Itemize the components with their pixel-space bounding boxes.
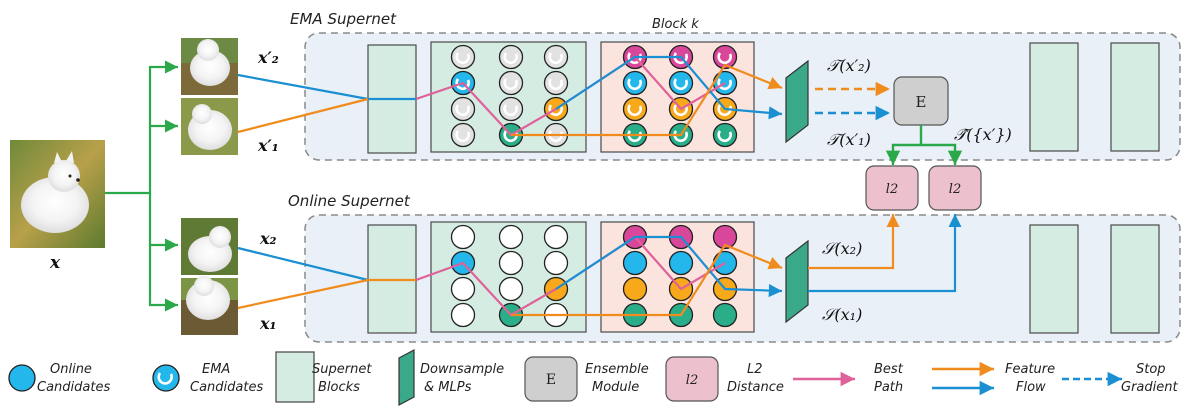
online-supernet-title: Online Supernet — [288, 192, 411, 210]
legend-ema-line2: Candidates — [190, 380, 263, 395]
ensemble-module-letter: E — [916, 93, 927, 111]
crop-image-x1 — [181, 276, 238, 335]
online-orange-to-l2 — [808, 214, 900, 270]
x1-label: x₁ — [259, 314, 277, 333]
legend-feature-line1: Feature — [1005, 362, 1055, 377]
input-branch-lines — [105, 60, 178, 312]
crop-image-x2-prime — [181, 38, 238, 95]
l2-label-2: l2 — [949, 182, 961, 197]
ema-candidate-grid — [450, 44, 738, 148]
crop-image-x2 — [181, 218, 238, 275]
legend-supernet-block-icon — [275, 351, 315, 403]
legend-downsample-line1: Downsample — [420, 362, 504, 377]
legend-supernet-line1: Supernet — [312, 362, 372, 377]
legend-online-candidate-icon — [8, 364, 36, 392]
x2-prime-label: x′₂ — [257, 48, 279, 67]
t-x2-prime-label: 𝒯(x′₂) — [827, 56, 871, 75]
online-orange-flow-2 — [511, 243, 783, 317]
legend-online-line2: Candidates — [37, 380, 110, 395]
online-downsample — [785, 239, 809, 324]
crop-image-x1-prime — [181, 98, 238, 155]
s-x2-label: 𝒮(x₂) — [822, 239, 862, 258]
s-x1-label: 𝒮(x₁) — [822, 305, 862, 324]
ema-orange-flow-2 — [511, 63, 783, 137]
legend-l2-line1: L2 — [747, 362, 763, 377]
legend: Online Candidates EMA Candidates Superne… — [8, 349, 1178, 406]
block-k-title: Block k — [652, 17, 699, 32]
l2-distance-box-2 — [928, 165, 982, 211]
legend-ema-candidate-icon — [152, 364, 180, 392]
online-blue-flow — [237, 246, 369, 282]
t-hat-label: 𝒯̂({x′}) — [954, 125, 1012, 144]
online-blue-flow-2 — [555, 235, 783, 298]
legend-downsample-line2: & MLPs — [424, 380, 472, 395]
legend-supernet-line2: Blocks — [318, 380, 360, 395]
legend-ensemble-line1: Ensemble — [585, 362, 649, 377]
x-label: x — [49, 253, 61, 273]
legend-ensemble-icon — [524, 356, 578, 402]
input-image-main — [10, 140, 105, 248]
legend-l2-icon — [665, 356, 719, 402]
l2-label-1: l2 — [886, 182, 898, 197]
legend-l2-letter: l2 — [686, 373, 698, 388]
legend-stop-line2: Gradient — [1121, 380, 1178, 395]
legend-ensemble-letter: E — [546, 372, 556, 388]
legend-feature-line2: Flow — [1016, 380, 1046, 395]
l2-distance-box-1 — [865, 165, 919, 211]
legend-ensemble-line2: Module — [592, 380, 639, 395]
x2-label: x₂ — [259, 229, 277, 248]
legend-ema-line1: EMA — [202, 362, 230, 377]
t-x1-prime-label: 𝒯(x′₁) — [827, 130, 871, 149]
legend-downsample-icon — [398, 349, 415, 406]
ema-blue-flow-2 — [555, 55, 783, 120]
ema-downsample — [785, 59, 809, 144]
legend-stop-line1: Stop — [1136, 362, 1166, 377]
ema-supernet-title: EMA Supernet — [290, 10, 397, 28]
online-orange-flow — [237, 278, 416, 310]
legend-best-line1: Best — [874, 362, 904, 377]
online-blue-to-l2 — [808, 214, 962, 293]
legend-online-line1: Online — [50, 362, 92, 377]
online-candidate-grid — [450, 224, 738, 328]
legend-l2-line2: Distance — [727, 380, 784, 395]
ema-orange-flow — [237, 97, 369, 134]
x1-prime-label: x′₁ — [257, 136, 279, 155]
legend-best-line2: Path — [874, 380, 903, 395]
